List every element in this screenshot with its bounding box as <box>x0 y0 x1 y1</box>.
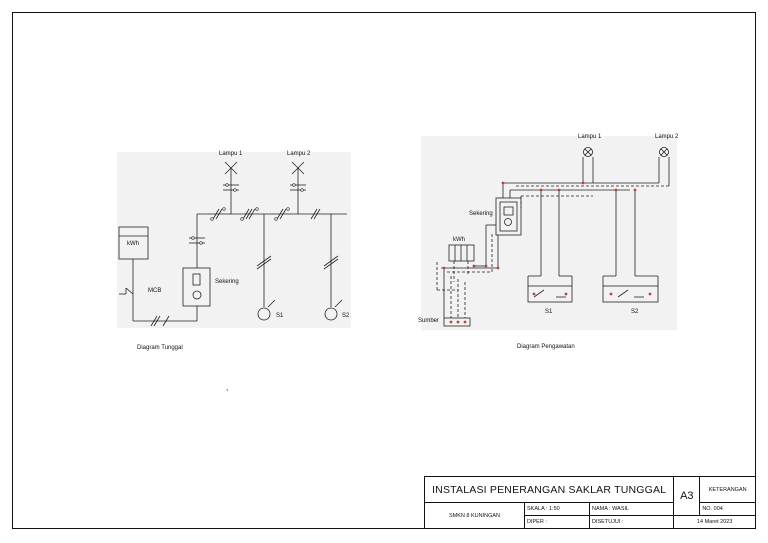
name-field: NAMA : WASIL <box>588 502 675 516</box>
w-s2-label: S2 <box>631 309 639 315</box>
sl-fuse-label: Sekering <box>215 279 239 285</box>
sl-s1-label: S1 <box>276 313 284 319</box>
w-lamp1-label: Lampu 1 <box>578 134 602 140</box>
sl-lamp2-label: Lampu 2 <box>287 151 311 157</box>
single-line-caption: Diagram Tunggal <box>137 345 183 351</box>
w-lamp2-label: Lampu 2 <box>655 134 679 140</box>
w-fuse-label: Sekering <box>469 211 493 217</box>
drawing-number: NO. 004 <box>699 502 756 516</box>
sl-s2-label: S2 <box>342 313 350 319</box>
single-line-diagram-panel <box>117 152 351 328</box>
sl-kwh-label: kWh <box>127 241 139 247</box>
w-source-label: Sumber <box>418 318 440 324</box>
wiring-diagram-panel <box>421 136 677 330</box>
approved-field: DISETUJUI : <box>588 515 675 529</box>
sl-mcb-label: MCB <box>148 288 162 294</box>
remarks-header: KETERANGAN <box>699 476 756 503</box>
w-s1-label: S1 <box>545 309 553 315</box>
school-name: SMKN 8 KUNINGAN <box>424 502 525 529</box>
scale-field: SKALA : 1:50 <box>524 502 590 516</box>
paper-size: A3 <box>673 476 701 516</box>
wiring-caption: Diagram Pengawatan <box>517 344 575 350</box>
title-block: INSTALASI PENERANGAN SAKLAR TUNGGAL A3 K… <box>423 476 756 529</box>
drawing-sheet-border <box>12 12 756 529</box>
stray-mark: , <box>226 383 229 392</box>
w-kwh-label: kWh <box>453 237 465 243</box>
drawn-field: DIPER : <box>524 515 590 529</box>
drawing-title: INSTALASI PENERANGAN SAKLAR TUNGGAL <box>423 476 675 503</box>
drawing-date: 14 Maret 2023 <box>673 515 756 529</box>
sl-lamp1-label: Lampu 1 <box>219 151 243 157</box>
